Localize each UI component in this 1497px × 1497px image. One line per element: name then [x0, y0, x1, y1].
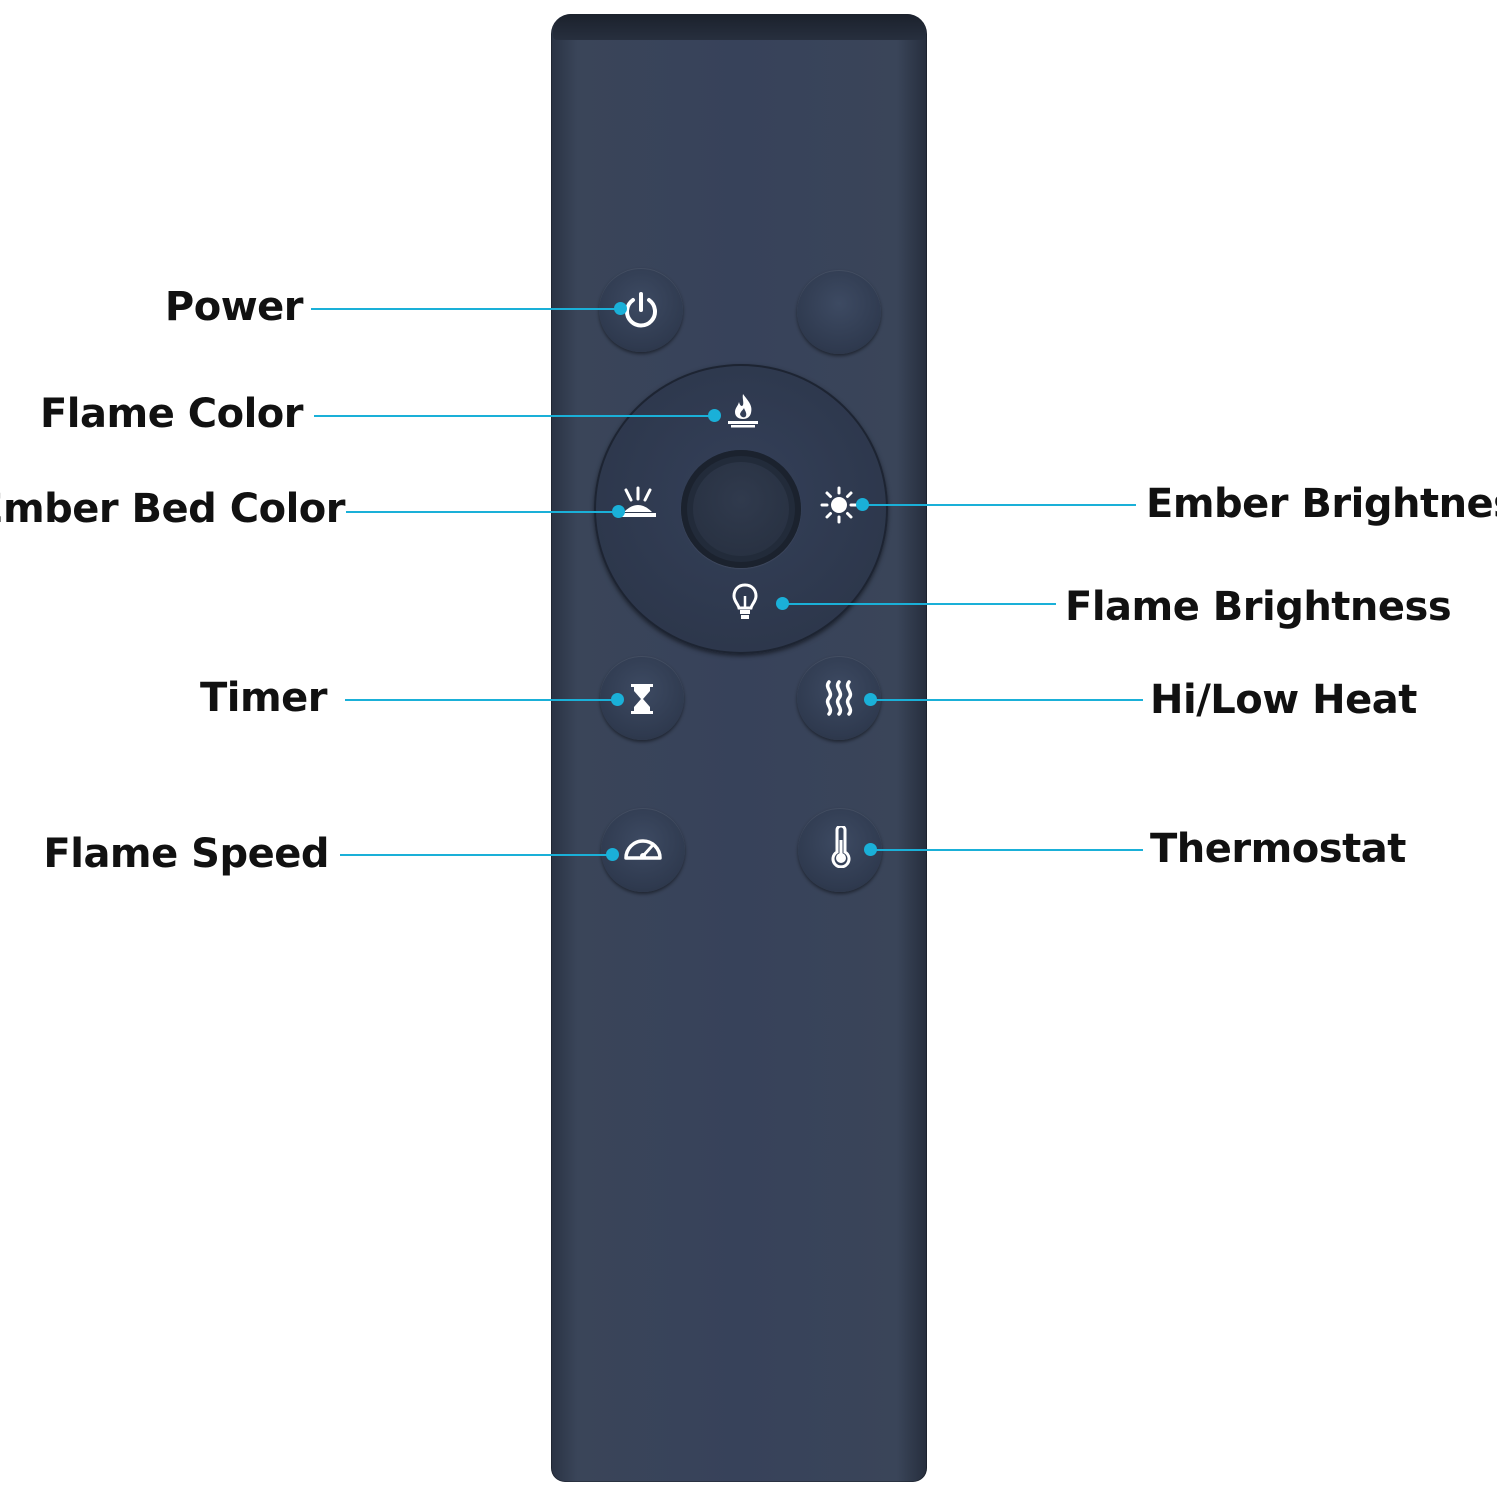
speedometer-icon [622, 834, 664, 864]
sun-icon[interactable] [820, 486, 858, 524]
callout-line-flame-color [314, 415, 714, 417]
callout-line-ember-brightness [862, 504, 1136, 506]
callout-line-flame-speed [340, 854, 612, 856]
hourglass-icon [629, 683, 655, 715]
thermometer-icon [829, 826, 853, 868]
callout-dot-power [614, 302, 627, 315]
callout-line-flame-brightness [782, 603, 1056, 605]
label-ember-brightness: Ember Brightness [1146, 481, 1497, 527]
center-button-face [693, 462, 789, 556]
label-flame-color: Flame Color [39, 391, 304, 437]
callout-dot-hi-low-heat [864, 693, 877, 706]
callout-dot-flame-brightness [776, 597, 789, 610]
ember-bed-icon[interactable] [618, 486, 658, 520]
callout-dot-flame-speed [606, 848, 619, 861]
label-flame-brightness: Flame Brightness [1065, 584, 1452, 630]
flame-icon[interactable] [724, 392, 762, 428]
label-hi-low-heat: Hi/Low Heat [1150, 677, 1417, 723]
power-icon [619, 288, 663, 332]
callout-dot-ember-brightness [856, 498, 869, 511]
callout-dot-flame-color [708, 409, 721, 422]
label-power: Power [164, 284, 304, 330]
label-ember-bed-color: Ember Bed Color [0, 486, 345, 532]
blank-button[interactable] [797, 270, 881, 354]
callout-line-timer [345, 699, 617, 701]
callout-dot-thermostat [864, 843, 877, 856]
label-timer: Timer [199, 675, 328, 721]
callout-dot-timer [611, 693, 624, 706]
callout-dot-ember-bed-color [612, 505, 625, 518]
remote-top-cap [553, 14, 925, 40]
callout-line-ember-bed-color [346, 511, 618, 513]
remote-control-body [551, 14, 927, 1482]
label-flame-speed: Flame Speed [43, 831, 329, 877]
callout-line-thermostat [870, 849, 1143, 851]
callout-line-power [311, 308, 622, 310]
bulb-icon[interactable] [730, 582, 760, 624]
heat-waves-icon [820, 678, 860, 718]
label-thermostat: Thermostat [1150, 826, 1406, 872]
callout-line-hi-low-heat [870, 699, 1143, 701]
